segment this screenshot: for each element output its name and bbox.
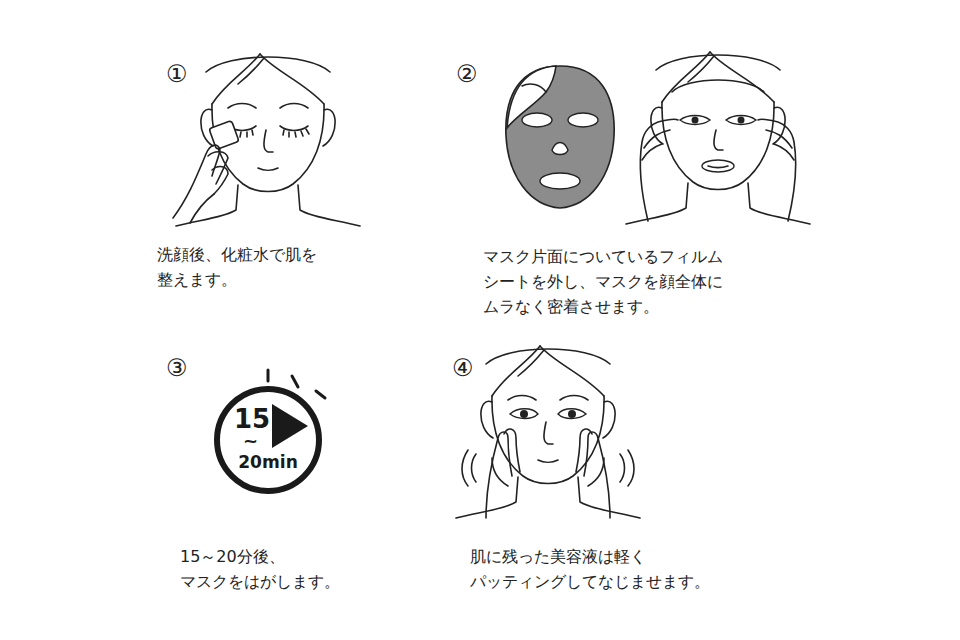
step-caption: 肌に残った美容液は軽く パッティングしてなじませます。	[470, 545, 734, 595]
step-number: ③	[166, 350, 188, 387]
timer-minutes: 15	[234, 406, 270, 432]
step-caption: マスク片面についているフィルム シートを外し、マスクを顔全体に ムラなく密着させ…	[483, 245, 747, 319]
step-number: ①	[166, 56, 188, 93]
timer-minutes: 20min	[214, 454, 322, 471]
sheet-mask	[506, 66, 614, 208]
timer-circle: 15~20min	[214, 386, 322, 494]
step-number: ④	[452, 350, 474, 387]
face-figure	[456, 346, 640, 518]
step-caption: 洗顔後、化粧水で肌を 整えます。	[157, 243, 341, 293]
step-caption: 15～20分後、 マスクをはがします。	[180, 545, 356, 595]
face-figure	[173, 54, 360, 226]
step-number: ②	[456, 56, 478, 93]
timer-outline	[214, 386, 322, 494]
timer-tilde: ~	[243, 432, 258, 450]
masked-face-figure	[626, 52, 810, 224]
timer-ring	[217, 389, 319, 491]
